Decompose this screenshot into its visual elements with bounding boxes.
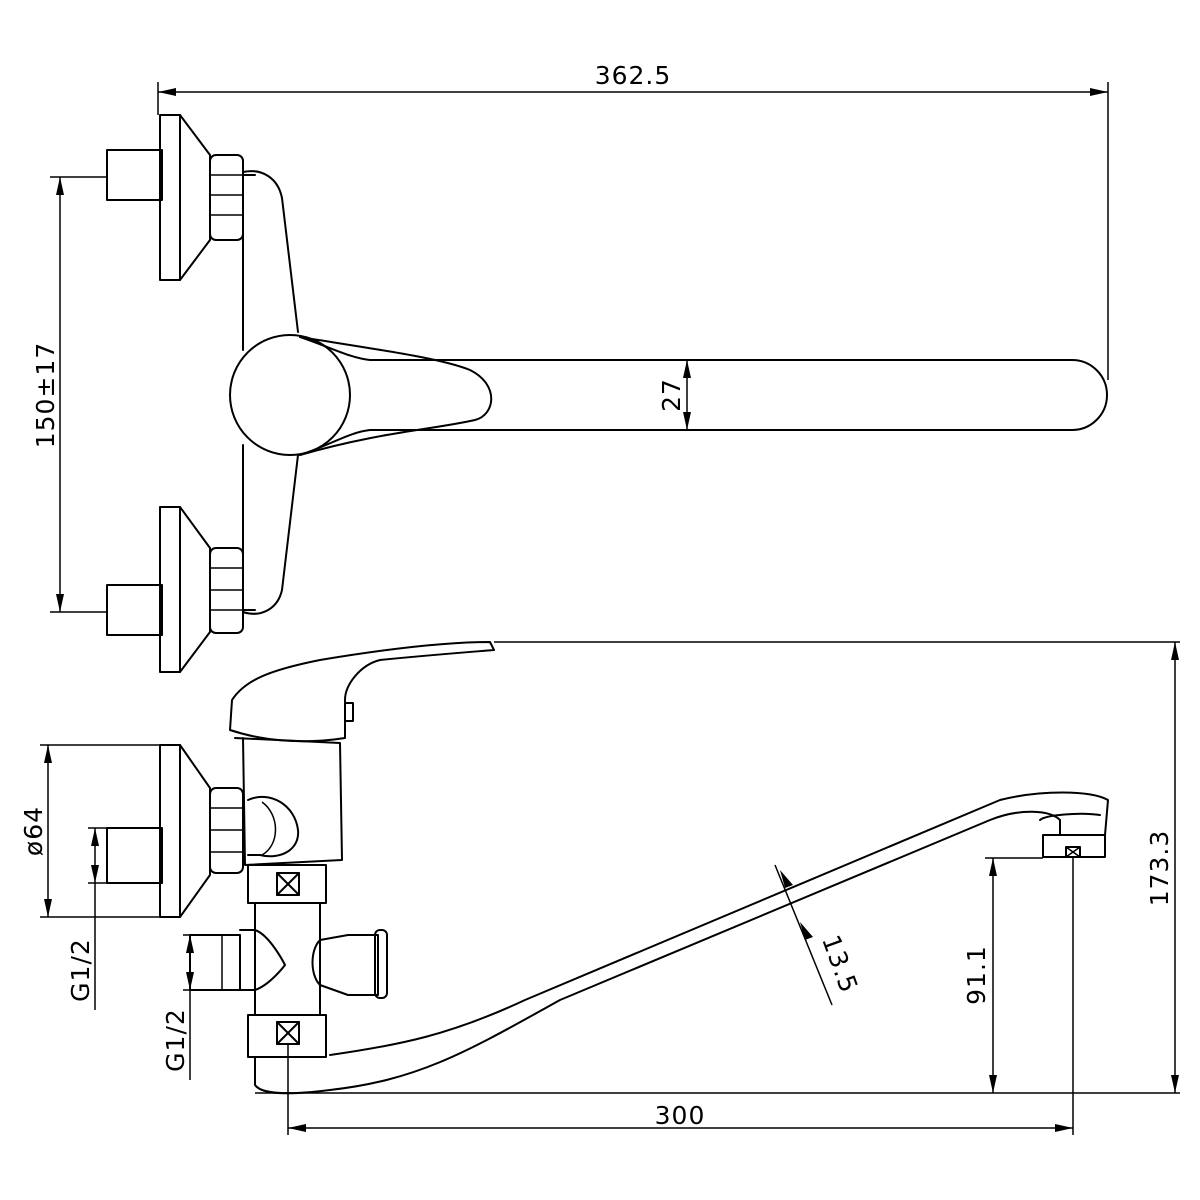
lever-top-outline	[299, 336, 493, 456]
lower-inlet-fitting	[106, 506, 256, 673]
outlet-height-label: 91.1	[962, 945, 991, 1005]
cartridge-hub	[229, 334, 351, 456]
lever-handle	[229, 641, 495, 743]
side-view	[106, 641, 1109, 1095]
spout-thickness-label: 13.5	[816, 931, 864, 997]
upper-inlet-fitting	[106, 114, 256, 281]
mixer-body-outline	[242, 170, 299, 616]
long-spout	[254, 791, 1109, 1095]
spout-top-outline	[299, 336, 1108, 456]
diverter-body	[254, 902, 321, 1016]
total-height-label: 173.3	[1145, 830, 1174, 907]
dimension-lines	[40, 82, 1180, 1135]
flange-diameter-label: ø64	[19, 806, 48, 856]
dimension-labels: 362.5 150±17 27 ø64 G1/2 G1/2 13.5 91.1 …	[19, 61, 1174, 1130]
side-flange	[106, 744, 244, 918]
total-length-label: 362.5	[595, 61, 672, 90]
spout-width-label: 27	[657, 378, 686, 412]
spout-reach-label: 300	[655, 1101, 706, 1130]
lower-thread-label: G1/2	[161, 1008, 190, 1072]
side-mixer-body	[234, 737, 343, 866]
inlet-spacing-label: 150±17	[31, 342, 60, 448]
top-view	[106, 114, 1108, 673]
lower-nut	[247, 1014, 327, 1058]
upper-thread-label: G1/2	[66, 938, 95, 1002]
